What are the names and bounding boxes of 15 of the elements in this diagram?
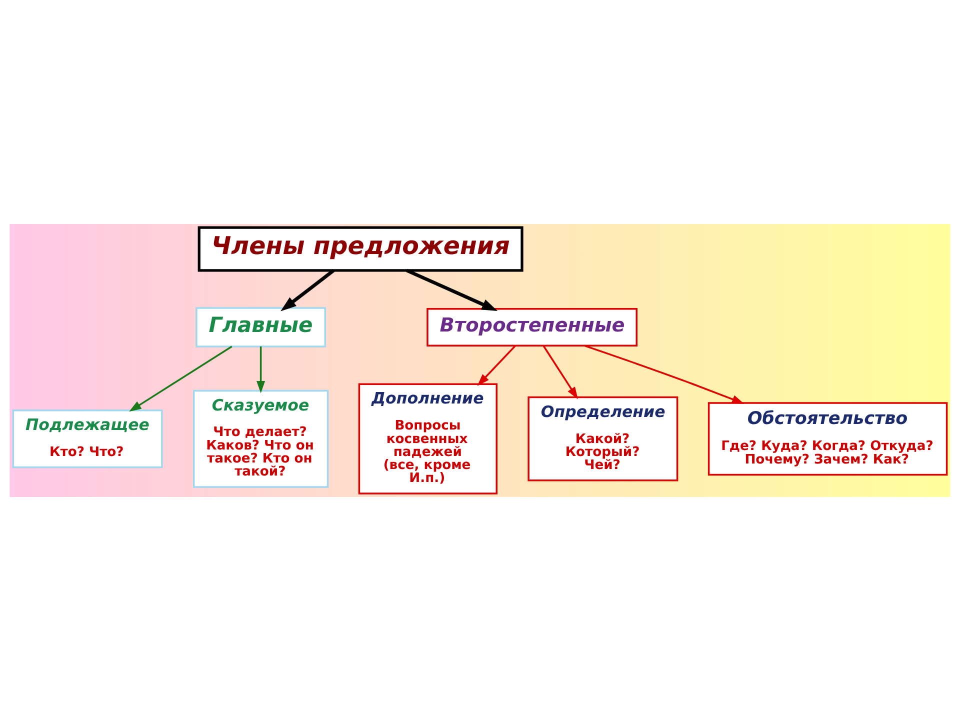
node-box: Обстоятельство Где? Куда? Когда? Откуда? Почему? Зачем? Как?	[708, 402, 948, 476]
arrow	[406, 268, 498, 310]
node-box: Члены предложения	[198, 226, 524, 272]
arrow	[129, 345, 232, 412]
node-box: Сказуемое Что делает? Каков? Что он такое? Кто он такой?	[193, 389, 329, 488]
arrow	[477, 344, 516, 386]
node-box: Дополнение Вопросы косвенных падежей (все, кроме И.п.)	[358, 382, 498, 494]
node-box: Главные	[196, 306, 326, 347]
arrow	[280, 268, 335, 311]
node-box: Второстепенные	[426, 308, 638, 346]
arrow	[542, 344, 578, 399]
arrow	[256, 346, 266, 393]
node-box: Подлежащее Кто? Что?	[12, 409, 163, 468]
arrow	[584, 344, 744, 404]
node-box: Определение Какой? Который? Чей?	[528, 396, 678, 481]
